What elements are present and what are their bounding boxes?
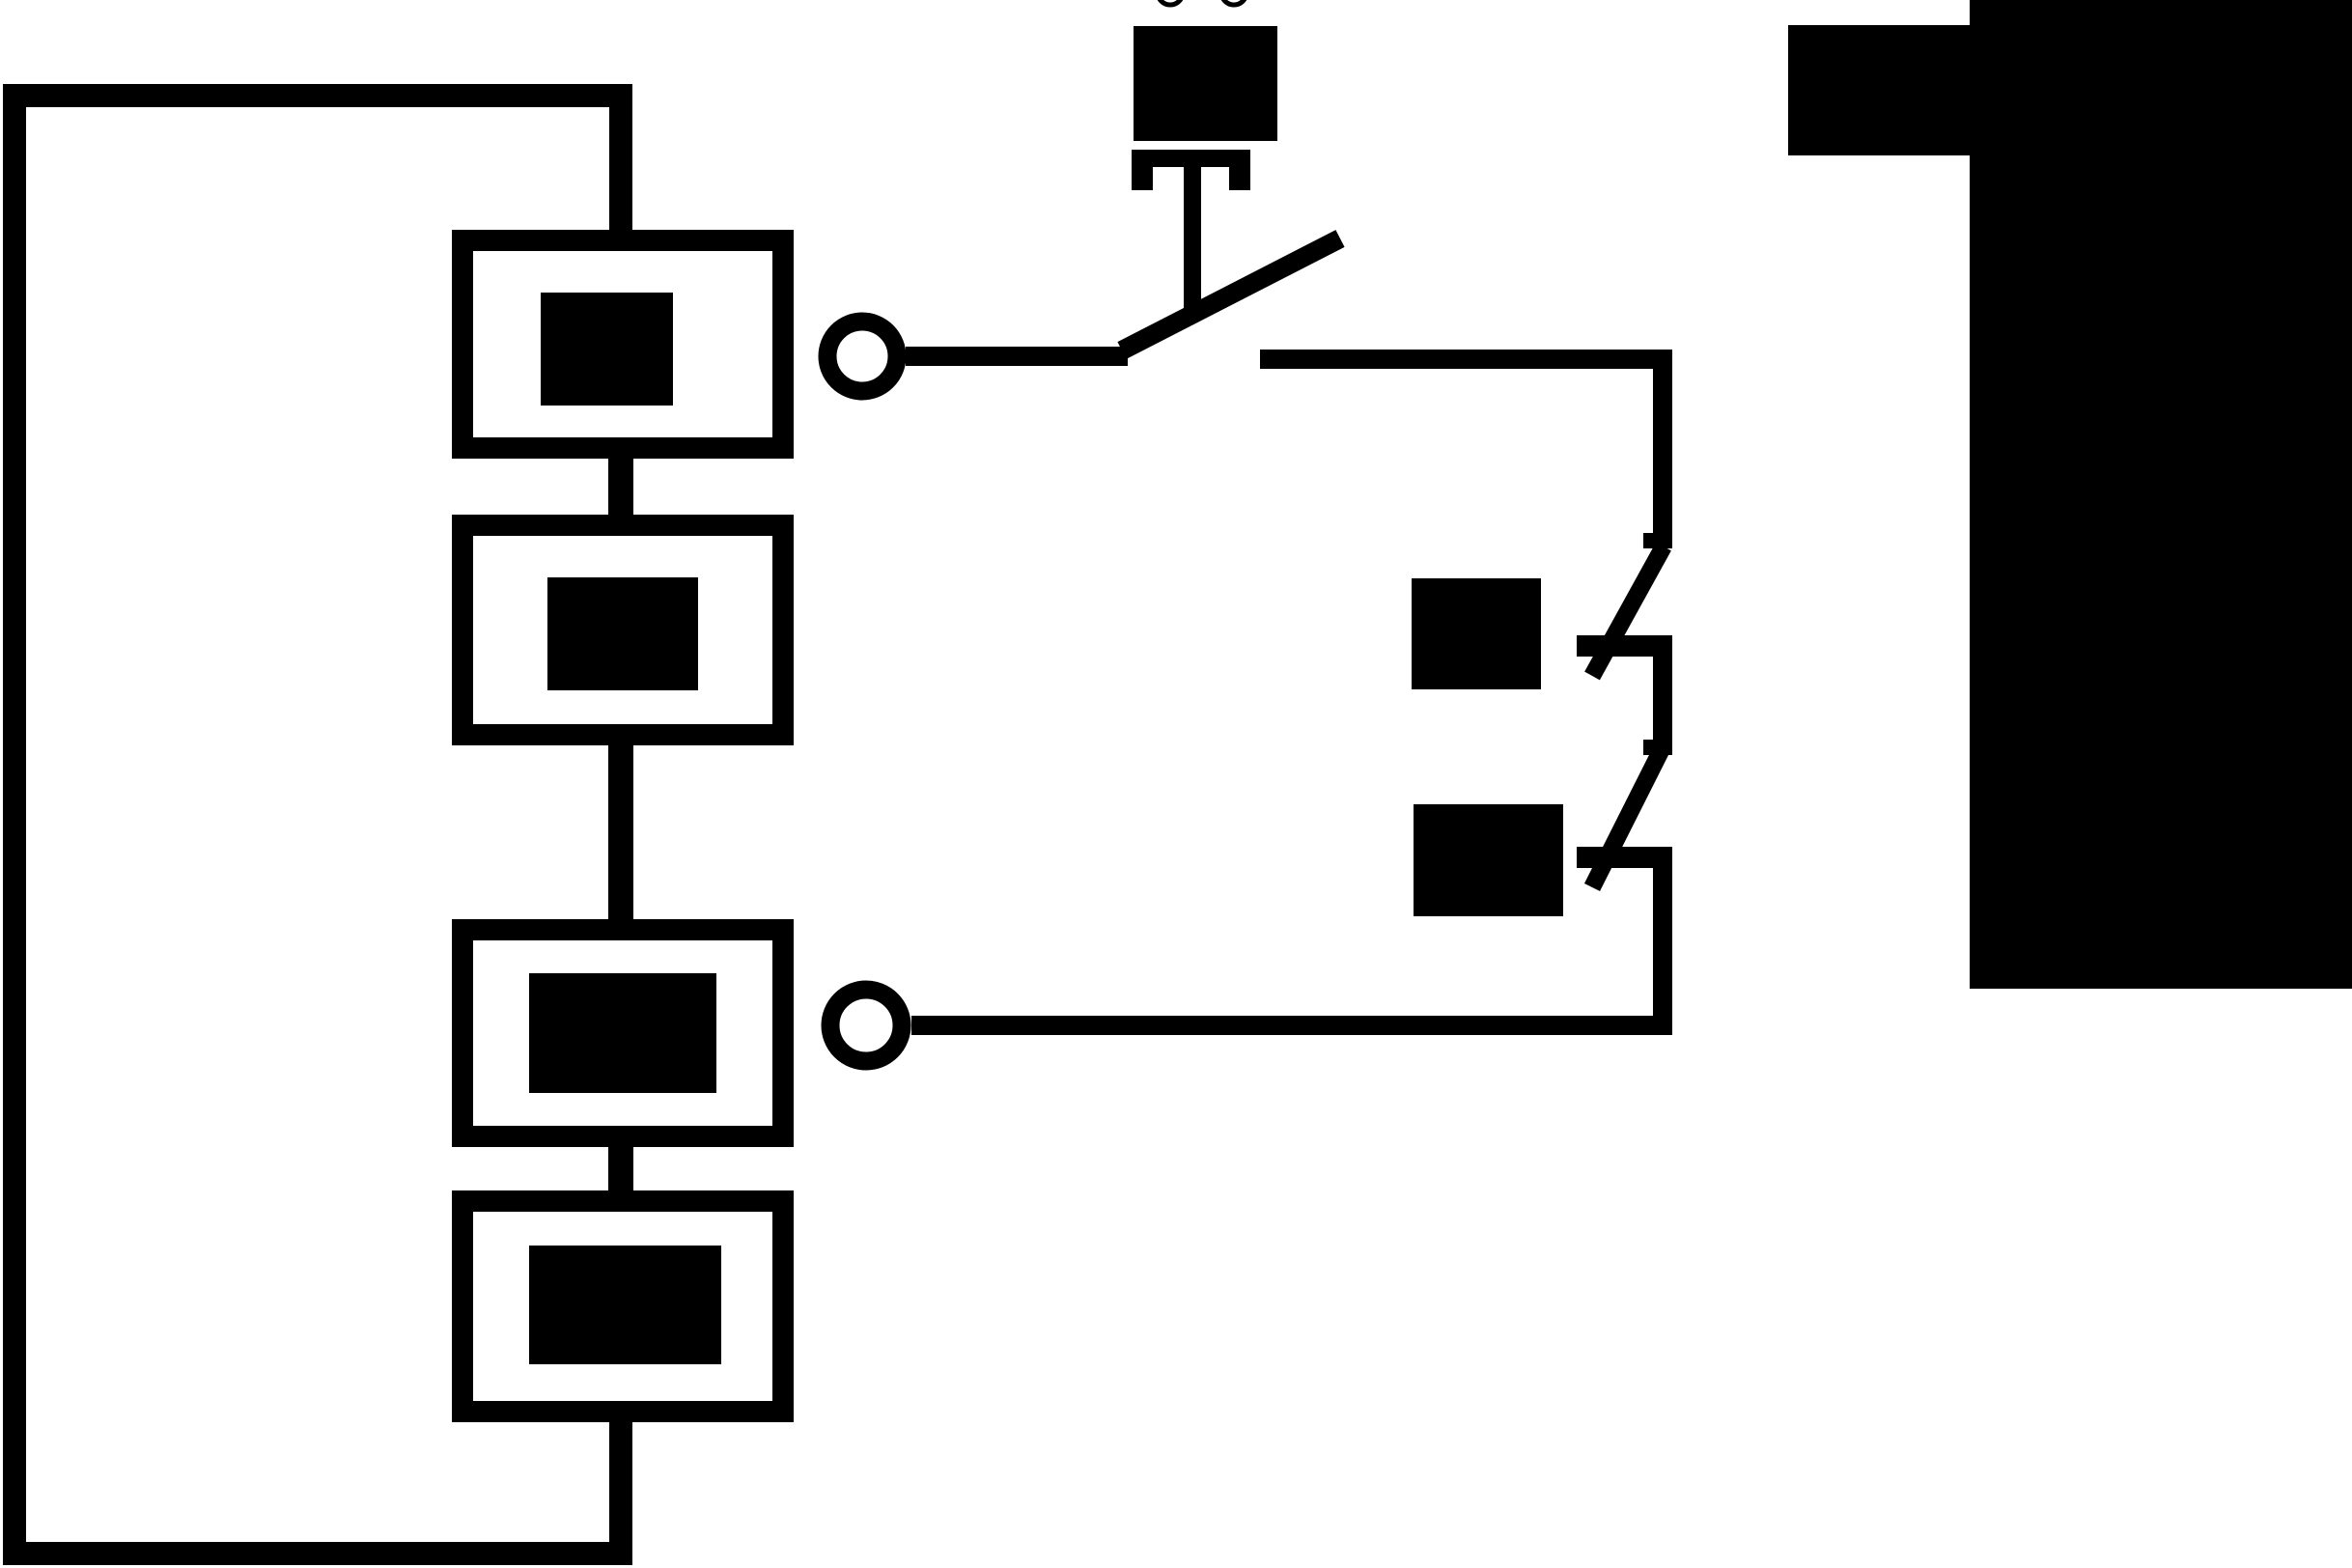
terminal-ring-top bbox=[818, 312, 907, 401]
flag-slab bbox=[1970, 0, 2352, 989]
block-1-outline bbox=[452, 230, 794, 459]
wire-switch-to-branch bbox=[1260, 350, 1672, 546]
top-edge-mark-left bbox=[1157, 0, 1184, 8]
terminal-ring-bottom bbox=[821, 980, 911, 1071]
wire-branch-to-terminal bbox=[911, 857, 1672, 1035]
block-2-outline bbox=[452, 515, 794, 745]
block-2-core bbox=[547, 577, 698, 690]
block-3-outline bbox=[452, 919, 794, 1147]
block-3-core bbox=[529, 973, 716, 1093]
contact-2-label-box bbox=[1414, 804, 1563, 916]
flag-bar bbox=[1788, 25, 1977, 155]
top-edge-mark-right bbox=[1220, 0, 1247, 8]
switch-blade bbox=[1117, 230, 1345, 359]
contact-1-label-box bbox=[1412, 578, 1541, 689]
outer-loop-wire bbox=[3, 84, 632, 1565]
block-1-core bbox=[541, 293, 673, 406]
block-4-core bbox=[529, 1246, 721, 1364]
block-4-outline bbox=[452, 1190, 794, 1422]
push-button-cap bbox=[1134, 26, 1277, 141]
contact-1-step bbox=[1643, 533, 1672, 548]
